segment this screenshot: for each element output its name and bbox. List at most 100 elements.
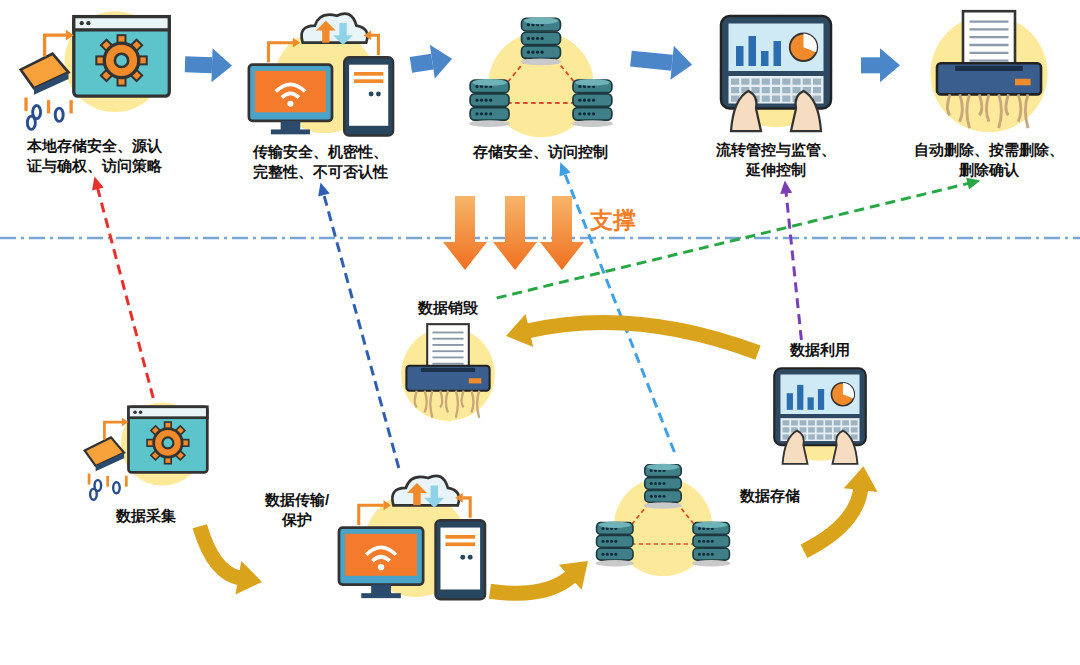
icon-part xyxy=(280,121,300,131)
icon-part xyxy=(471,391,473,413)
icon-part xyxy=(95,453,123,472)
icon-part xyxy=(808,398,814,410)
arrow-line xyxy=(565,173,675,452)
icon-part xyxy=(650,469,653,472)
icon-part xyxy=(783,431,808,464)
icon-part xyxy=(468,555,473,560)
icon-part xyxy=(834,420,841,425)
transfer-icon xyxy=(334,468,490,602)
icon-part xyxy=(772,87,780,93)
icon-part xyxy=(658,495,661,498)
shred-icon xyxy=(919,6,1059,136)
icon-part xyxy=(711,540,714,543)
icon-part xyxy=(475,99,478,102)
icon-part xyxy=(842,420,849,425)
icon-part xyxy=(65,30,73,41)
icon-part xyxy=(787,393,793,410)
icon-part xyxy=(128,407,207,418)
icon-part xyxy=(721,16,831,109)
icon-part xyxy=(780,375,859,415)
icon-part xyxy=(937,63,1041,94)
mapping-arrow xyxy=(497,178,981,298)
icon-part xyxy=(368,92,373,97)
icon-part xyxy=(803,34,816,53)
icon-part xyxy=(268,43,292,63)
icon-part xyxy=(802,79,810,85)
stage-caption: 存储安全、访问控制 xyxy=(461,142,621,162)
icon-part xyxy=(248,65,331,121)
icon-part xyxy=(424,485,444,507)
icon-part xyxy=(800,420,807,425)
icon-part xyxy=(791,420,798,425)
icon-part xyxy=(1005,94,1008,115)
icon-part xyxy=(421,368,475,372)
stage-node: 自动删除、按需删除、删除确认 xyxy=(906,6,1071,181)
icon-part xyxy=(818,389,824,410)
icon-part xyxy=(477,391,479,418)
icon-part xyxy=(606,553,609,556)
arrow-head xyxy=(559,162,570,176)
icon-part xyxy=(446,391,448,413)
icon-part xyxy=(1025,94,1028,128)
icon-part xyxy=(606,540,609,543)
stage-caption: 数据存储 xyxy=(738,486,802,506)
arrow-shaft xyxy=(411,62,432,65)
divider-line xyxy=(0,237,1080,240)
arrow-head xyxy=(880,48,900,82)
icon-part xyxy=(87,474,90,485)
icon-part xyxy=(407,483,427,505)
icon-part xyxy=(698,527,701,530)
transfer-icon xyxy=(241,6,401,138)
icon-part xyxy=(463,498,470,518)
icon-part xyxy=(587,99,590,102)
icon-part xyxy=(86,21,90,25)
icon-part xyxy=(371,35,378,55)
icon-part xyxy=(698,540,701,543)
icon-part xyxy=(578,112,581,115)
icon-part xyxy=(610,553,613,556)
icon-part xyxy=(479,112,482,115)
icon-part xyxy=(470,108,509,121)
icon-part xyxy=(614,540,617,543)
icon-part xyxy=(392,476,459,505)
icon-part xyxy=(813,79,821,85)
icon-part xyxy=(731,91,761,131)
icon-part xyxy=(255,71,326,113)
icon-part xyxy=(825,435,832,440)
stage-node: 数据采集 xyxy=(68,398,223,526)
mapping-arrow xyxy=(92,177,153,399)
arrow-line xyxy=(324,194,399,468)
icon-part xyxy=(535,51,538,54)
icon-part xyxy=(270,129,309,134)
support-arrow xyxy=(493,196,537,270)
icon-part xyxy=(573,108,612,121)
stage-caption: 数据销毁 xyxy=(398,298,498,318)
icon-part xyxy=(791,91,821,131)
arrow-line xyxy=(98,188,154,398)
mapping-arrow xyxy=(780,181,801,341)
icon-part xyxy=(783,428,790,433)
icon-part xyxy=(470,94,509,107)
icon-part xyxy=(535,37,538,40)
icon-part xyxy=(287,101,293,107)
icon-part xyxy=(281,93,298,97)
icon-part xyxy=(645,478,681,490)
icon-part xyxy=(647,464,679,470)
icon-part xyxy=(851,420,858,425)
icon-part xyxy=(587,112,590,115)
icon-part xyxy=(808,428,815,433)
icon-part xyxy=(378,564,384,570)
stage-node: 传输安全、机密性、完整性、不可否认性 xyxy=(238,6,403,183)
cycle-arrow xyxy=(490,561,588,593)
stage-caption: 数据传输/保护 xyxy=(262,490,332,531)
icon-part xyxy=(406,366,489,391)
icon-part xyxy=(792,79,800,85)
icon-part xyxy=(121,418,128,427)
icon-part xyxy=(986,94,989,121)
cycle-arrow xyxy=(506,314,758,353)
icon-part xyxy=(1015,79,1031,86)
icon-part xyxy=(523,17,557,24)
icon-part xyxy=(349,65,388,126)
icon-part xyxy=(292,38,299,48)
icon-part xyxy=(128,407,207,473)
